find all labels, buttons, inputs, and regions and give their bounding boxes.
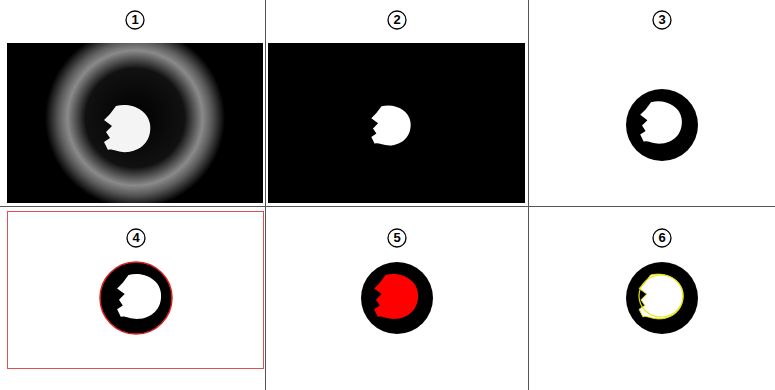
spot bbox=[640, 101, 682, 143]
binary-image bbox=[268, 43, 525, 203]
divider bbox=[265, 0, 266, 390]
spot bbox=[117, 274, 161, 319]
callout-number: 2 bbox=[387, 10, 407, 30]
spot bbox=[374, 274, 418, 319]
callout-number: 5 bbox=[387, 228, 407, 248]
callout-number: 4 bbox=[126, 228, 146, 248]
spot bbox=[639, 274, 683, 319]
mask-disc bbox=[361, 262, 433, 334]
divider bbox=[528, 0, 529, 390]
mask-disc bbox=[100, 262, 172, 334]
mask-disc bbox=[626, 89, 698, 161]
callout-number: 3 bbox=[652, 10, 672, 30]
callout-number: 6 bbox=[652, 228, 672, 248]
raw-image bbox=[7, 43, 263, 203]
frame-outline bbox=[8, 212, 264, 369]
mask-disc bbox=[626, 262, 698, 334]
callout-number: 1 bbox=[125, 10, 145, 30]
spot bbox=[104, 105, 150, 152]
divider bbox=[0, 206, 775, 207]
spot bbox=[371, 105, 410, 145]
fit-ellipse bbox=[639, 275, 683, 317]
